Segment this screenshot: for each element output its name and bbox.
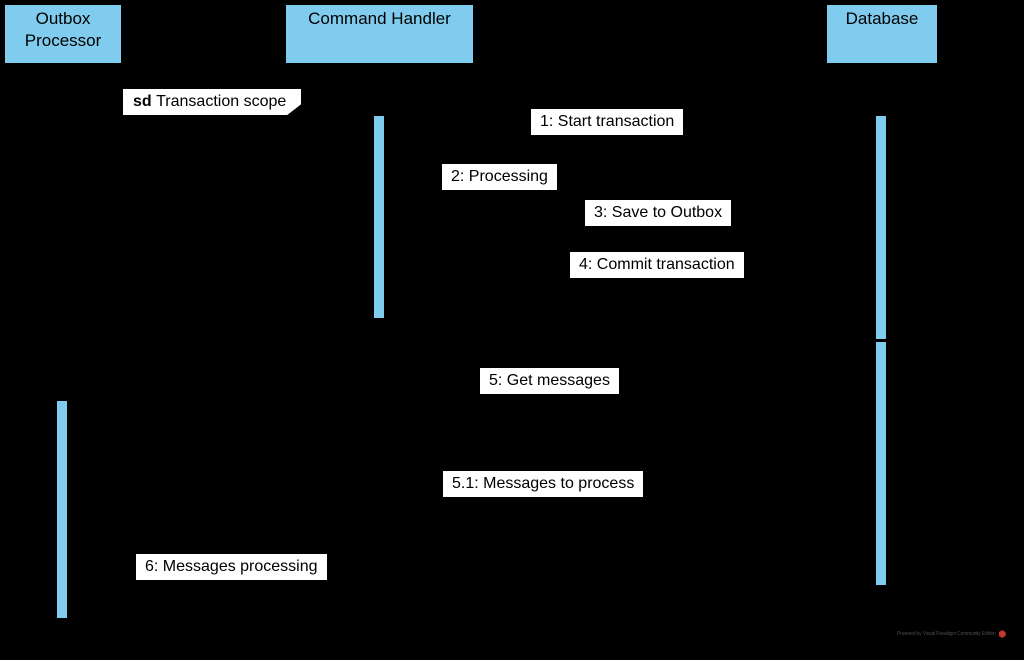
message-label-2: 2: Processing	[442, 164, 557, 190]
message-label-1: 1: Start transaction	[531, 109, 684, 135]
watermark-logo-icon	[998, 630, 1006, 638]
message-label-6: 6: Messages processing	[136, 554, 327, 580]
message-label-5: 5: Get messages	[480, 368, 619, 394]
fragment-label-transaction-scope: sd Transaction scope	[123, 89, 301, 115]
fragment-transaction-scope	[123, 89, 903, 314]
message-arrow-4	[385, 287, 875, 295]
message-arrow-3	[385, 235, 875, 243]
participant-database[interactable]: Database	[826, 4, 938, 64]
message-arrow-1	[385, 143, 875, 151]
activation-bar-database-upper	[875, 115, 887, 340]
activation-bar-outbox-processor	[56, 400, 68, 619]
fragment-name: Transaction scope	[156, 93, 287, 110]
participant-outbox-processor[interactable]: Outbox Processor	[4, 4, 122, 64]
message-arrow-5-1	[68, 506, 875, 514]
watermark-text: Powered by Visual Paradigm Community Edi…	[897, 631, 996, 637]
fragment-keyword: sd	[133, 93, 152, 110]
message-label-5-1: 5.1: Messages to process	[443, 471, 644, 497]
activation-bar-command-handler	[373, 115, 385, 319]
message-label-4: 4: Commit transaction	[570, 252, 744, 278]
watermark: Powered by Visual Paradigm Community Edi…	[897, 630, 1006, 638]
activation-bar-database-lower	[875, 341, 887, 586]
message-label-3: 3: Save to Outbox	[585, 200, 732, 226]
participant-command-handler[interactable]: Command Handler	[285, 4, 474, 64]
message-arrow-5	[68, 402, 875, 410]
lifeline-outbox-processor	[62, 64, 63, 618]
